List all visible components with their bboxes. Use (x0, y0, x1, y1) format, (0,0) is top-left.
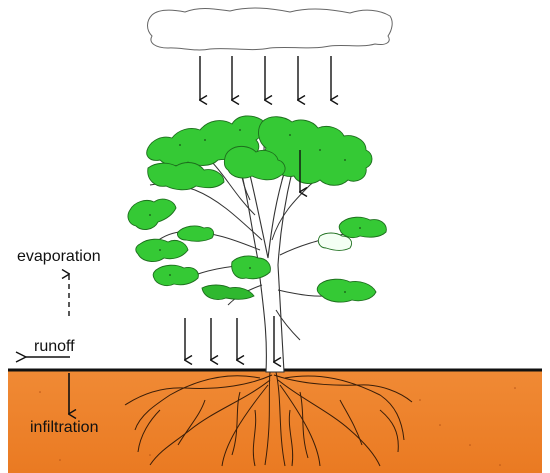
throughfall-arrows (185, 150, 300, 362)
foliage-mid (231, 255, 271, 280)
soil-layer (8, 370, 542, 473)
foliage-right-c (316, 278, 377, 303)
tree-roots (124, 371, 413, 467)
foliage-low-left (201, 284, 255, 300)
infiltration-label: infiltration (30, 419, 99, 436)
foliage-left-d (177, 225, 215, 242)
foliage-mid-left (147, 162, 225, 191)
soil-speckles (39, 387, 516, 466)
foliage-right-b (317, 232, 353, 251)
runoff-label: runoff (34, 338, 75, 355)
evaporation-label: evaporation (17, 248, 101, 265)
foliage-left-b (135, 238, 189, 262)
foliage-crown-center (223, 145, 286, 181)
cloud-icon (147, 7, 393, 51)
rain-arrows (200, 56, 331, 100)
foliage-left-a (127, 198, 177, 230)
foliage-texture (149, 129, 361, 293)
foliage-left-c (152, 264, 199, 287)
foliage-right-a (338, 216, 387, 239)
